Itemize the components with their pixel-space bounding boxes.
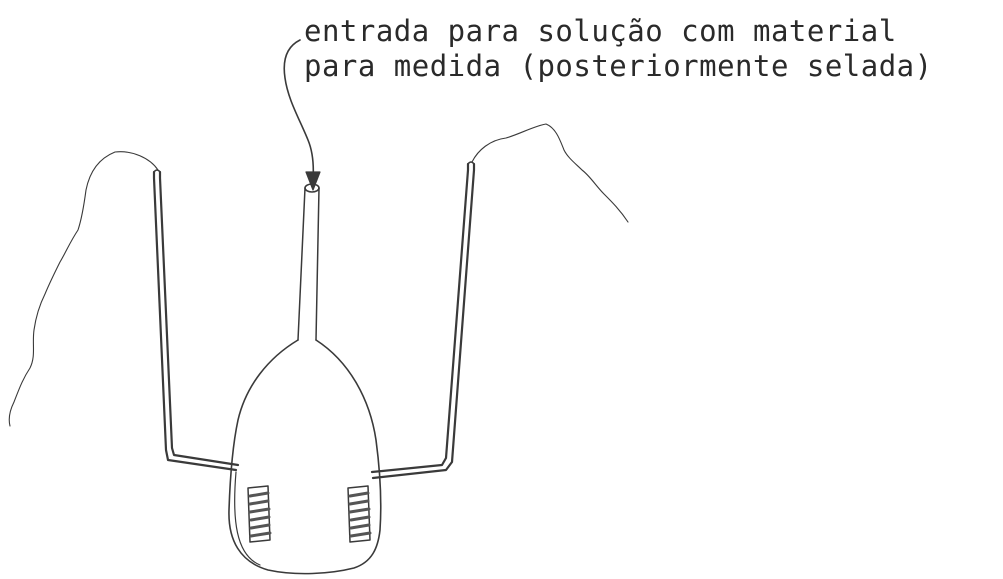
right-lead-wire (471, 123, 629, 223)
annotation-line-2: para medida (posteriormente selada) (304, 49, 933, 83)
annotation-line-1: entrada para solução com material (304, 14, 897, 48)
right-electrode-rod (370, 161, 476, 480)
left-lead-wire (8, 151, 159, 427)
left-electrode-rod (152, 169, 240, 472)
electrode-plate-icon (247, 485, 272, 543)
electrode-plate-icon-right (347, 485, 372, 543)
glass-cell-icon (228, 183, 382, 575)
inlet-annotation: entrada para solução com material para m… (304, 14, 994, 84)
curved-arrow-icon (283, 39, 321, 191)
